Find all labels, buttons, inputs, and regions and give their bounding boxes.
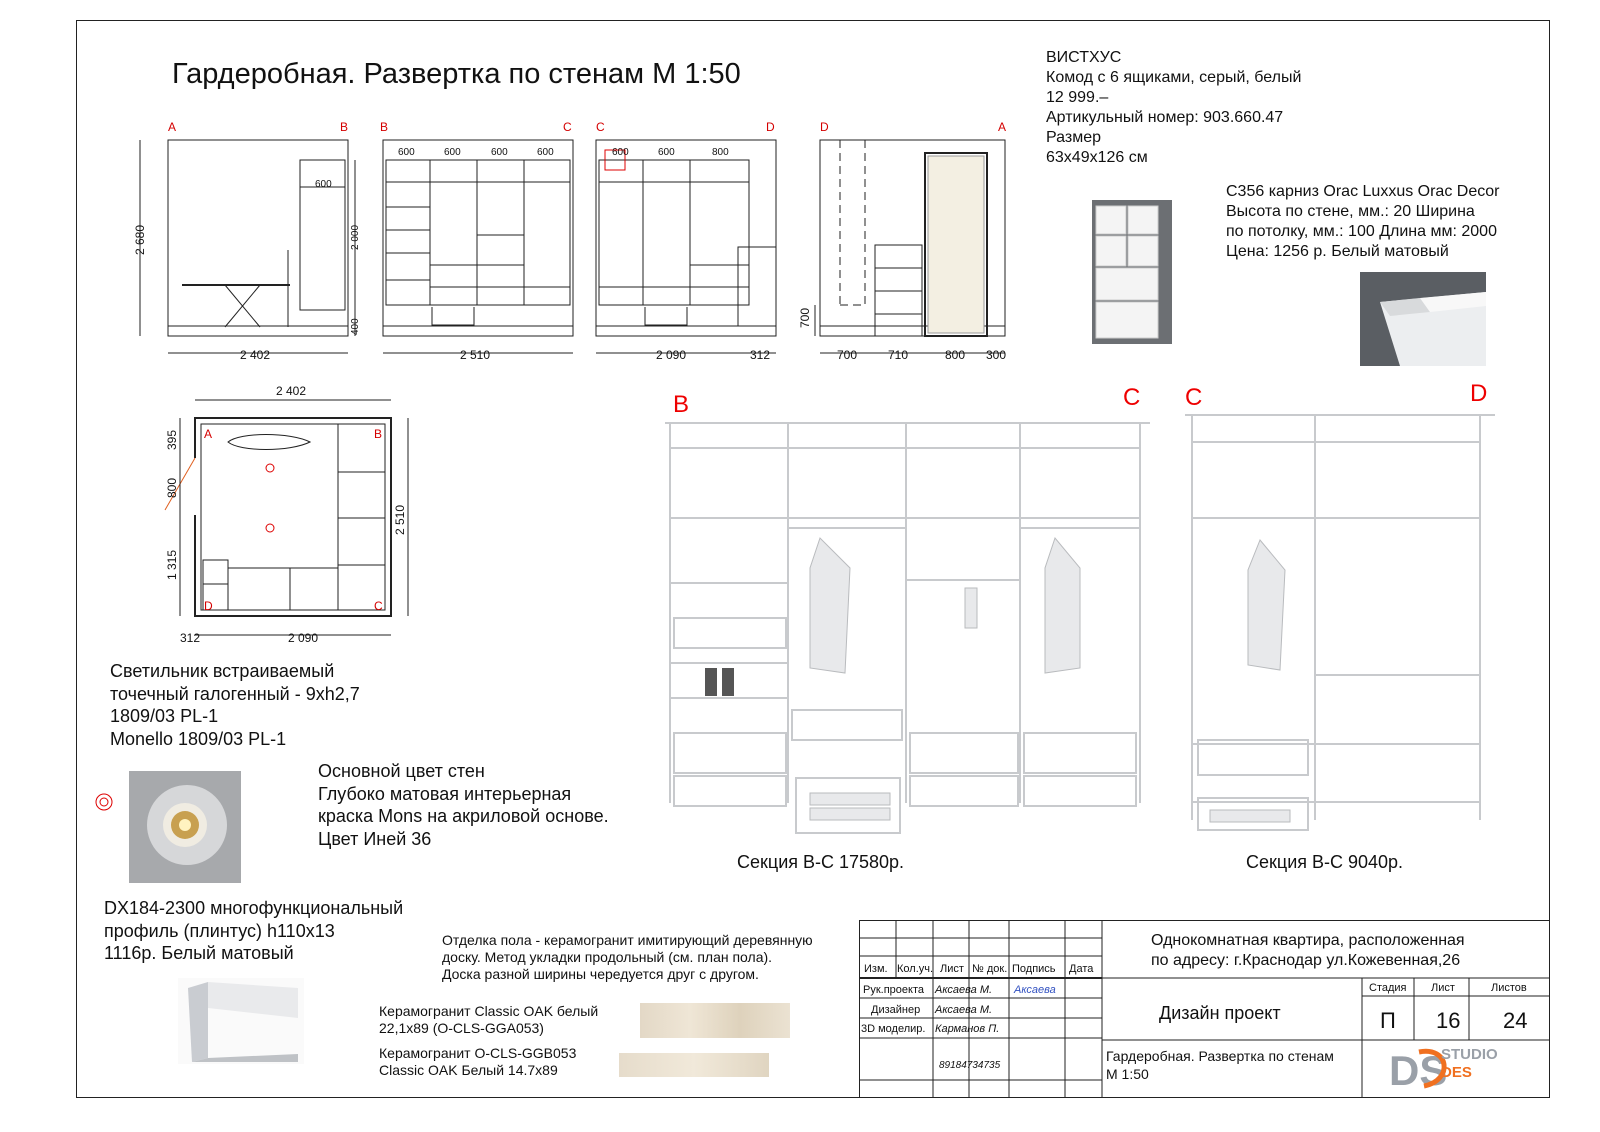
plan-left-dim-3: 1 315 [165,550,179,580]
elev-da-left-label: D [820,120,829,134]
floor-plan: 2 402 395 800 1 315 2 510 312 2 090 A B … [164,384,409,645]
stamp-header-date: Дата [1069,963,1094,975]
stamp-header-kol: Кол.уч. [897,963,933,975]
elev-bc-left-label: B [380,120,388,134]
stamp-sign-1: Аксаева [1013,984,1056,996]
elev-da-right-label: A [998,120,1006,134]
stamp-sheets: 24 [1503,1008,1527,1033]
plan-bottom-dim-2: 2 090 [288,631,318,645]
stamp-col-stage: Стадия [1369,982,1407,994]
elev-ab-right-label: B [340,120,348,134]
elev-bc-width: 2 510 [460,348,490,362]
cornice-photo [1360,272,1486,366]
section-left-caption: Секция B-C 17580р. [737,852,905,872]
stamp-name-2: Аксаева М. [934,1004,992,1016]
stamp-header-sign: Подпись [1012,963,1056,975]
elev-ab-width: 2 402 [240,348,270,362]
elev-bc-dim-4: 600 [537,147,554,158]
stamp-address-1: Однокомнатная квартира, расположенная [1151,932,1465,949]
sheet-title: Гардеробная. Развертка по стенам М 1:50 [172,58,741,90]
floor-description: Отделка пола - керамогранит имитирующий … [442,932,813,982]
plan-left-dim-2: 800 [165,478,179,498]
logo-text-studio: STUDIO [1441,1046,1498,1063]
elev-ab-mid: 600 [315,179,332,190]
wall-color-description: Основной цвет стен Глубоко матовая интер… [318,761,609,849]
chest-photo [1092,200,1172,344]
plan-corner-b: B [374,427,382,441]
section-right-label-c: C [1185,384,1203,411]
section-left-illustration [665,422,1150,834]
section-left-label-b: B [673,391,690,418]
stamp-role-3: 3D моделир. [861,1023,925,1035]
floor-tile-1-swatch [640,1003,790,1038]
skirting-description: DX184-2300 многофункциональный профиль (… [104,898,404,963]
stamp-name-3: Карманов П. [935,1023,999,1035]
chest-description: ВИСТХУС Комод с 6 ящиками, серый, белый … [1046,49,1302,166]
plan-right-dim: 2 510 [393,505,407,535]
plan-corner-a: A [204,427,212,441]
plan-corner-d: D [204,599,213,613]
section-left-label-c: C [1123,384,1141,411]
elev-bc-dim-3: 600 [491,147,508,158]
section-right-label-d: D [1470,380,1488,407]
skirting-photo [178,978,304,1064]
elev-ab-left-label: A [168,120,176,134]
elev-da-dim-1: 700 [837,348,857,362]
elev-da-dim-2: 710 [888,348,908,362]
plan-corner-c: C [374,599,383,613]
elev-da-dim-3: 800 [945,348,965,362]
logo-text-des: DES [1441,1064,1472,1081]
elevations-drawing: A B B C C D D A 2 402 2 680 600 2 000 40… [133,120,1006,362]
elev-cd-dim-3: 800 [712,147,729,158]
stamp-address-2: по адресу: г.Краснодар ул.Кожевенная,26 [1151,952,1460,969]
stamp-role-2: Дизайнер [871,1004,920,1016]
plan-top-dim: 2 402 [276,384,306,398]
stamp-stage: П [1380,1008,1396,1033]
elev-cd-width: 2 090 [656,348,686,362]
floor-tile-1-text: Керамогранит Classic OAK белый 22,1x89 (… [379,1003,599,1036]
stamp-project: Дизайн проект [1159,1003,1281,1023]
stamp-name-1: Аксаева М. [934,984,992,996]
elev-bc-dim-1: 600 [398,147,415,158]
stamp-sheet-title-1: Гардеробная. Развертка по стенам [1106,1048,1334,1064]
lamp-symbol-icon [95,793,113,811]
lamp-photo [129,771,241,883]
elev-ab-tall: 2 000 [350,225,361,250]
section-right-caption: Секция B-C 9040р. [1246,852,1404,872]
floor-tile-2-swatch [619,1053,769,1077]
elev-cd-left-label: C [596,120,605,134]
stamp-header-doc: № док. [972,963,1007,975]
elev-cd-dim-1: 600 [612,147,629,158]
lamp-description: Светильник встраиваемый точечный галоген… [110,661,360,749]
stamp-col-sheets: Листов [1491,982,1527,994]
stamp-role-1: Рук.проекта [863,984,925,996]
plan-left-dim-1: 395 [165,430,179,450]
elev-cd-dim-2: 600 [658,147,675,158]
elev-ab-height: 2 680 [133,225,147,255]
plan-bottom-dim-1: 312 [180,631,200,645]
elev-cd-extra: 312 [750,348,770,362]
stamp-header-list: Лист [940,963,964,975]
stamp-sheet-title-2: М 1:50 [1106,1066,1149,1082]
studio-logo: DS STUDIO DES [1389,1046,1498,1094]
cornice-description: С356 карниз Orac Luxxus Orac Decor Высот… [1226,183,1500,260]
floor-tile-2-text: Керамогранит O-CLS-GGB053 Classic OAK Бе… [379,1045,577,1078]
elev-ab-low: 400 [350,318,361,335]
stamp-phone: 89184734735 [939,1060,1001,1071]
sheet-frame [76,20,1550,1098]
elev-cd-right-label: D [766,120,775,134]
stamp-header-izm: Изм. [864,963,888,975]
stamp-sheet: 16 [1436,1008,1460,1033]
section-right-illustration [1185,414,1495,831]
elev-da-dim-4: 300 [986,348,1006,362]
title-block: Изм. Кол.уч. Лист № док. Подпись Дата Ру… [859,920,1550,1098]
elev-bc-dim-2: 600 [444,147,461,158]
stamp-col-sheet: Лист [1431,982,1455,994]
elev-da-height: 700 [798,308,812,328]
elev-bc-right-label: C [563,120,572,134]
